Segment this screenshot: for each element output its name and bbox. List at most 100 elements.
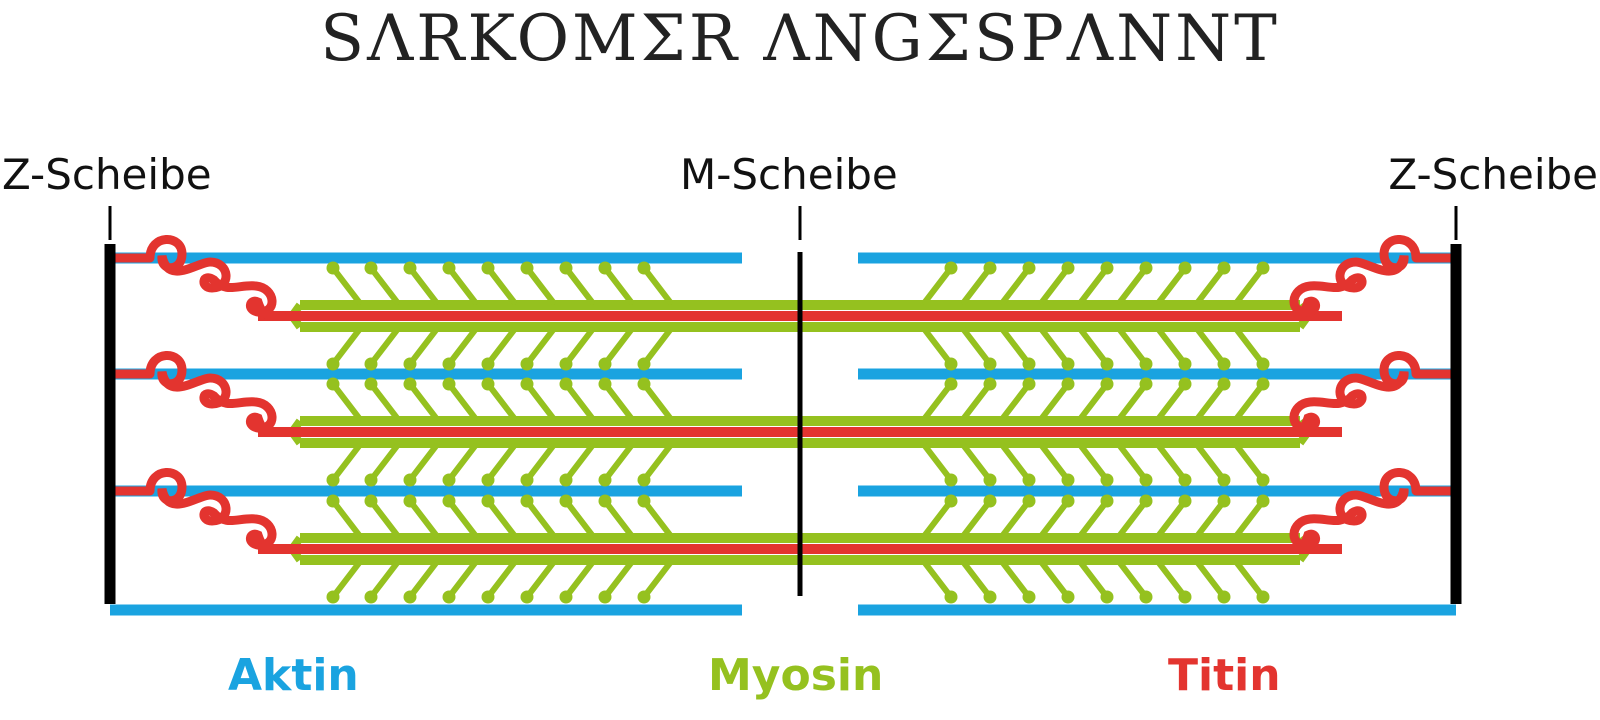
myosin-head — [598, 261, 612, 275]
legend-myosin: Myosin — [708, 650, 884, 701]
myosin-head — [1061, 590, 1075, 604]
myosin-head-stalk — [641, 381, 673, 421]
myosin-head-stalk — [1000, 381, 1032, 421]
myosin-head — [944, 377, 958, 391]
myosin-head-stalk — [407, 498, 439, 538]
myosin-head — [1100, 590, 1114, 604]
titin-coil — [145, 468, 287, 554]
myosin-head — [1061, 377, 1075, 391]
titin-coil — [145, 235, 287, 321]
myosin-head — [481, 377, 495, 391]
myosin-head-stalk — [563, 327, 595, 367]
myosin-head — [637, 494, 651, 508]
myosin-head — [1022, 357, 1036, 371]
myosin-head-stalk — [524, 381, 556, 421]
titin-coil — [1279, 351, 1421, 437]
myosin-head — [1178, 590, 1192, 604]
myosin-head — [1022, 377, 1036, 391]
myosin-head-stalk — [446, 327, 478, 367]
myosin-head — [1139, 494, 1153, 508]
myosin-head — [1061, 261, 1075, 275]
myosin-head — [1061, 494, 1075, 508]
myosin-head — [403, 494, 417, 508]
myosin-head-stalk — [922, 265, 954, 305]
myosin-head-stalk — [485, 560, 517, 600]
myosin-head-stalk — [330, 265, 362, 305]
legend-aktin: Aktin — [228, 650, 359, 701]
myosin-head-stalk — [368, 265, 400, 305]
z-disc-label-right: Z-Scheibe — [1388, 150, 1598, 199]
myosin-head-stalk — [961, 498, 993, 538]
myosin-head-stalk — [1000, 560, 1032, 600]
myosin-head-stalk — [961, 327, 993, 367]
myosin-head — [1256, 261, 1270, 275]
myosin-head — [598, 357, 612, 371]
myosin-head — [520, 494, 534, 508]
myosin-head-stalk — [1078, 560, 1110, 600]
myosin-head-stalk — [1195, 560, 1227, 600]
myosin-head — [983, 590, 997, 604]
myosin-head — [326, 494, 340, 508]
myosin-head-stalk — [330, 381, 362, 421]
myosin-head-stalk — [1078, 381, 1110, 421]
myosin-head-stalk — [524, 265, 556, 305]
myosin-head-stalk — [1117, 443, 1149, 483]
myosin-head-stalk — [1234, 498, 1266, 538]
myosin-head-stalk — [961, 265, 993, 305]
myosin-head — [944, 261, 958, 275]
myosin-head — [983, 261, 997, 275]
myosin-head-stalk — [1156, 327, 1188, 367]
myosin-head-stalk — [485, 265, 517, 305]
myosin-head-stalk — [1156, 560, 1188, 600]
myosin-head-stalk — [1039, 327, 1071, 367]
myosin-head-stalk — [1156, 265, 1188, 305]
myosin-head-stalk — [524, 327, 556, 367]
myosin-head-stalk — [1234, 265, 1266, 305]
myosin-head-stalk — [1117, 498, 1149, 538]
myosin-head — [1217, 494, 1231, 508]
myosin-head — [1256, 473, 1270, 487]
myosin-head — [442, 473, 456, 487]
myosin-head-stalk — [407, 381, 439, 421]
myosin-head-stalk — [1195, 381, 1227, 421]
myosin-head-stalk — [407, 327, 439, 367]
myosin-head-stalk — [1234, 381, 1266, 421]
myosin-head-stalk — [485, 327, 517, 367]
myosin-head — [637, 357, 651, 371]
myosin-head — [1139, 377, 1153, 391]
myosin-head — [520, 261, 534, 275]
myosin-head-stalk — [563, 443, 595, 483]
myosin-head-stalk — [407, 265, 439, 305]
myosin-head — [983, 357, 997, 371]
myosin-head-stalk — [641, 265, 673, 305]
myosin-head — [1178, 261, 1192, 275]
myosin-head — [983, 377, 997, 391]
myosin-head-stalk — [1000, 327, 1032, 367]
myosin-head-stalk — [922, 381, 954, 421]
myosin-head — [364, 377, 378, 391]
myosin-head-stalk — [1078, 265, 1110, 305]
myosin-head-stalk — [368, 560, 400, 600]
myosin-head-stalk — [1078, 443, 1110, 483]
myosin-head — [364, 357, 378, 371]
myosin-head-stalk — [961, 560, 993, 600]
myosin-head — [1217, 377, 1231, 391]
myosin-head — [944, 590, 958, 604]
myosin-head — [520, 473, 534, 487]
myosin-head — [944, 473, 958, 487]
myosin-head-stalk — [563, 498, 595, 538]
myosin-head — [1178, 473, 1192, 487]
myosin-head-stalk — [330, 443, 362, 483]
myosin-head-stalk — [922, 443, 954, 483]
myosin-head — [637, 261, 651, 275]
myosin-head — [1022, 494, 1036, 508]
myosin-head — [1100, 377, 1114, 391]
myosin-head-stalk — [330, 327, 362, 367]
myosin-head-stalk — [446, 381, 478, 421]
myosin-head — [442, 377, 456, 391]
myosin-head — [983, 473, 997, 487]
myosin-head — [1100, 473, 1114, 487]
myosin-head-stalk — [1156, 498, 1188, 538]
myosin-head-stalk — [485, 443, 517, 483]
myosin-head-stalk — [922, 560, 954, 600]
